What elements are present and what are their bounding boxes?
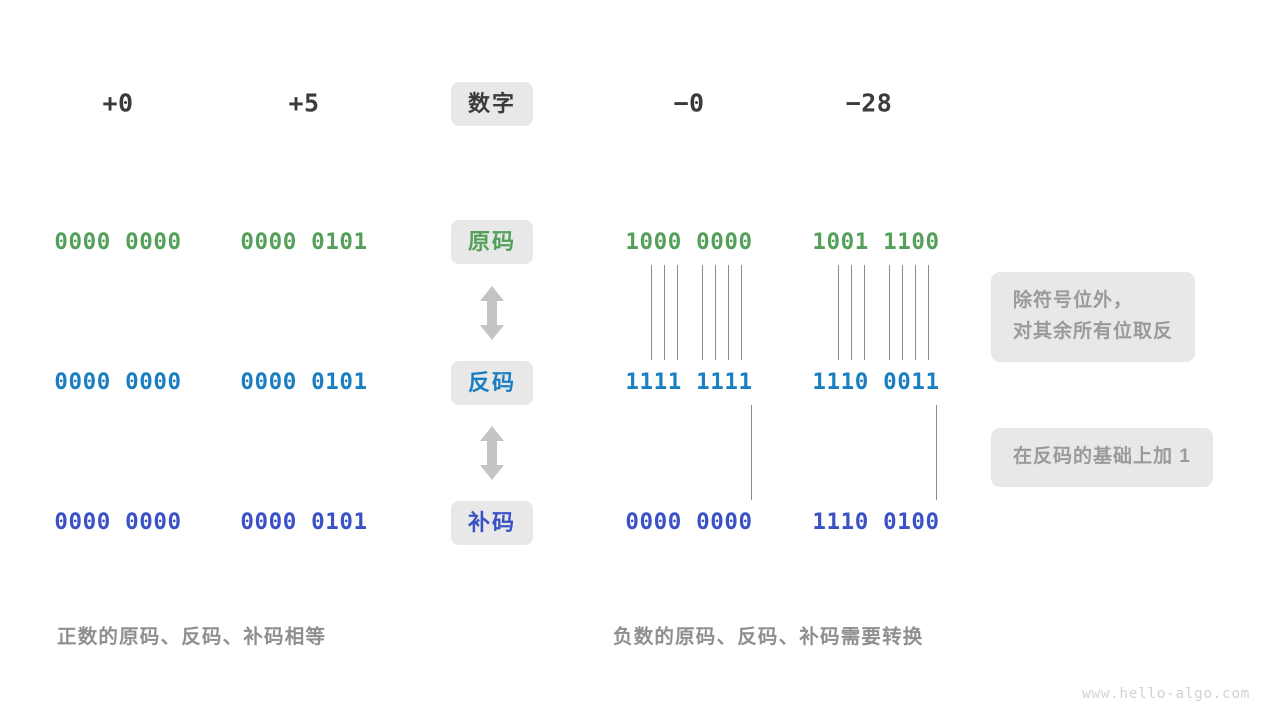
bit-connector-line <box>838 265 839 360</box>
value-twos-complement-plus-five: 0000 0101 <box>240 509 368 535</box>
bit-connector-line <box>851 265 852 360</box>
value-ones-complement-minus-28: 1110 0011 <box>812 369 940 395</box>
up-down-arrow-icon <box>477 285 507 341</box>
value-twos-complement-minus-zero: 0000 0000 <box>625 509 753 535</box>
column-header-plus-zero: +0 <box>102 88 134 118</box>
value-ones-complement-plus-zero: 0000 0000 <box>54 369 182 395</box>
column-header-minus-28: −28 <box>845 88 893 118</box>
note-invert-bits-line-1: 除符号位外， <box>1013 290 1134 311</box>
bit-connector-line <box>677 265 678 360</box>
value-ones-complement-minus-zero: 1111 1111 <box>625 369 753 395</box>
value-sign-magnitude-plus-zero: 0000 0000 <box>54 229 182 255</box>
value-sign-magnitude-plus-five: 0000 0101 <box>240 229 368 255</box>
bit-connector-line <box>928 265 929 360</box>
note-add-one: 在反码的基础上加 1 <box>991 428 1213 487</box>
carry-connector-line <box>936 405 937 500</box>
value-sign-magnitude-minus-zero: 1000 0000 <box>625 229 753 255</box>
watermark: www.hello-algo.com <box>1082 686 1250 702</box>
bit-connector-line <box>702 265 703 360</box>
caption-negative: 负数的原码、反码、补码需要转换 <box>613 626 924 648</box>
row-label-sign-magnitude: 原码 <box>450 220 534 264</box>
column-header-minus-zero: −0 <box>673 88 705 118</box>
bit-connector-line <box>715 265 716 360</box>
bit-connector-line <box>741 265 742 360</box>
carry-connector-line <box>751 405 752 500</box>
bit-connector-line <box>728 265 729 360</box>
bit-connector-line <box>651 265 652 360</box>
row-label-header: 数字 <box>450 82 534 126</box>
bit-connector-line <box>864 265 865 360</box>
bit-connector-line <box>889 265 890 360</box>
value-sign-magnitude-minus-28: 1001 1100 <box>812 229 940 255</box>
bit-connector-line <box>915 265 916 360</box>
caption-positive: 正数的原码、反码、补码相等 <box>57 626 327 648</box>
note-invert-bits: 除符号位外， 对其余所有位取反 <box>991 272 1196 362</box>
row-label-ones-complement: 反码 <box>450 361 534 405</box>
bit-connector-line <box>902 265 903 360</box>
up-down-arrow-icon <box>477 425 507 481</box>
column-header-plus-five: +5 <box>288 88 320 118</box>
value-ones-complement-plus-five: 0000 0101 <box>240 369 368 395</box>
row-label-twos-complement: 补码 <box>450 501 534 545</box>
value-twos-complement-plus-zero: 0000 0000 <box>54 509 182 535</box>
note-add-one-line-1: 在反码的基础上加 1 <box>1013 446 1191 467</box>
bit-connector-line <box>664 265 665 360</box>
note-invert-bits-line-2: 对其余所有位取反 <box>1013 320 1174 342</box>
value-twos-complement-minus-28: 1110 0100 <box>812 509 940 535</box>
